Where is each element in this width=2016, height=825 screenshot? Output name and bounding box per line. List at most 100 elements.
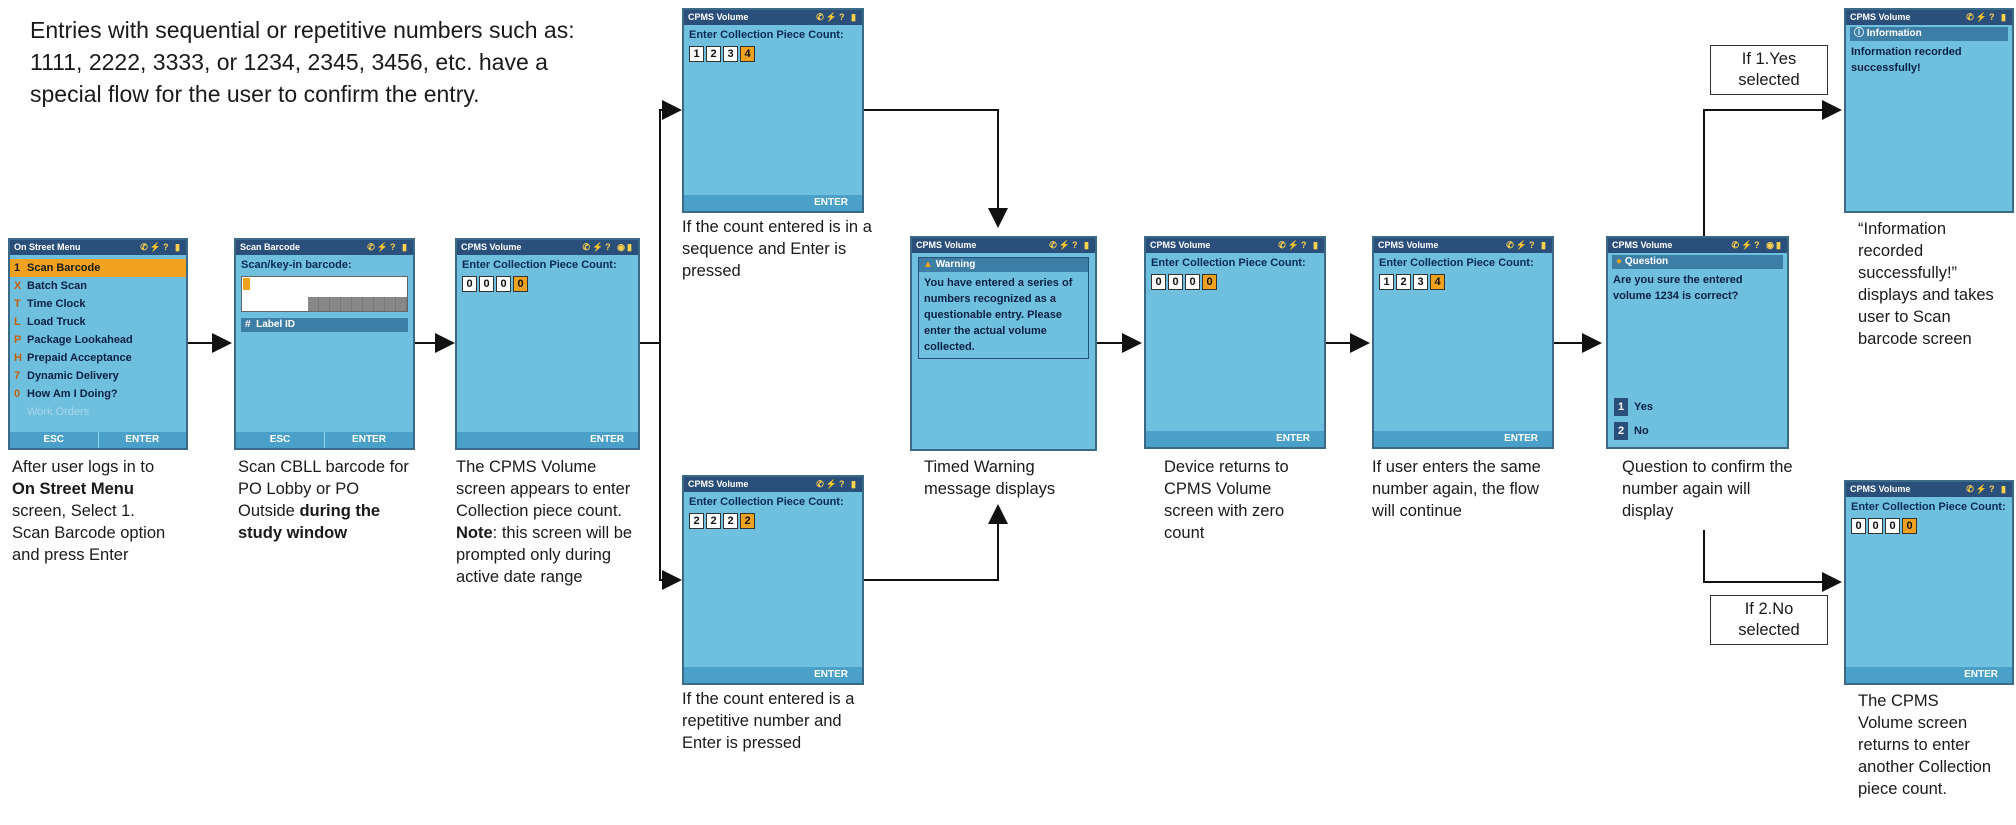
count-prompt: Enter Collection Piece Count: [1379, 257, 1534, 269]
status-bar: Scan Barcode ✆⚡? ▮ [236, 240, 413, 255]
digit: 3 [723, 46, 738, 62]
warning-title: ▲ Warning [919, 258, 1088, 272]
digit: 0 [1868, 518, 1883, 534]
count-prompt: Enter Collection Piece Count: [689, 29, 844, 41]
information-message: Information recorded successfully! [1851, 46, 1962, 74]
digit: 2 [689, 513, 704, 529]
status-bar: CPMS Volume✆⚡? ▮ [1374, 238, 1552, 253]
status-icons: ✆⚡? ▮ [1966, 484, 2008, 494]
count-prompt: Enter Collection Piece Count: [1151, 257, 1306, 269]
question-title: ● Question [1612, 255, 1783, 269]
enter-button[interactable]: ENTER [1504, 433, 1538, 444]
arrow-seq-warning [864, 109, 1008, 228]
esc-button[interactable]: ESC [10, 432, 99, 448]
enter-button[interactable]: ENTER [814, 669, 848, 680]
question-message: Are you sure the entered volume 1234 is … [1613, 274, 1743, 302]
enter-button[interactable]: ENTER [352, 434, 386, 445]
enter-button[interactable]: ENTER [1276, 433, 1310, 444]
warning-message: You have entered a series of numbers rec… [924, 277, 1073, 353]
arrow-3-branch [640, 100, 682, 344]
screen-cpms-volume-sequence: CPMS Volume✆⚡? ▮ Enter Collection Piece … [682, 8, 864, 213]
count-prompt: Enter Collection Piece Count: [689, 496, 844, 508]
caption-sequence: If the count entered is in a sequence an… [682, 218, 872, 280]
count-input[interactable]: 2 2 2 2 [684, 511, 862, 531]
status-icons: ✆⚡? ▮ [367, 242, 409, 252]
caption-step-3: The CPMS Volume screen appears to enter … [456, 458, 633, 586]
branch-label-yes: If 1.Yes selected [1710, 45, 1828, 95]
digit: 2 [740, 513, 755, 529]
screen-cpms-volume-final: CPMS Volume ✆⚡? ▮ Enter Collection Piece … [1844, 480, 2014, 685]
screen-question: CPMS Volume✆⚡? ◉▮ ● Question Are you sur… [1606, 236, 1789, 449]
digit: 3 [1413, 274, 1428, 290]
count-input[interactable]: 1 2 3 4 [1374, 272, 1552, 292]
status-icons: ✆⚡? ▮ [1049, 240, 1091, 250]
screen-title: CPMS Volume [916, 240, 977, 250]
caption-question: Question to confirm the number again wil… [1622, 458, 1793, 520]
digit: 0 [1151, 274, 1166, 290]
screen-title: CPMS Volume [461, 242, 522, 252]
caption-reentered: If user enters the same number again, th… [1372, 458, 1541, 520]
status-bar: CPMS Volume✆⚡? ◉▮ [457, 240, 638, 255]
digit: 0 [479, 276, 494, 292]
count-input[interactable]: 1 2 3 4 [684, 44, 862, 64]
digit: 0 [496, 276, 511, 292]
enter-button[interactable]: ENTER [125, 434, 160, 445]
arrow-3-branch-low [659, 343, 682, 590]
status-icons: ✆⚡? ◉▮ [1731, 240, 1783, 250]
digit: 2 [706, 46, 721, 62]
count-prompt: Enter Collection Piece Count: [462, 259, 617, 271]
status-icons: ✆⚡? ▮ [1966, 12, 2008, 22]
caption-repetitive: If the count entered is a repetitive num… [682, 690, 855, 752]
count-input[interactable]: 0 0 0 0 [1846, 516, 2012, 536]
digit: 0 [1851, 518, 1866, 534]
screen-title: Scan Barcode [240, 242, 301, 252]
screen-cpms-volume-returned: CPMS Volume✆⚡? ▮ Enter Collection Piece … [1144, 236, 1326, 449]
screen-title: CPMS Volume [1850, 484, 1911, 494]
caption-step-2: Scan CBLL barcode for PO Lobby or PO Out… [238, 458, 409, 542]
screen-cpms-volume-reentered: CPMS Volume✆⚡? ▮ Enter Collection Piece … [1372, 236, 1554, 449]
status-icons: ✆⚡? ▮ [1278, 240, 1320, 250]
barcode-input[interactable] [241, 276, 408, 312]
caption-step-1: After user logs in to On Street Menu scr… [12, 458, 166, 564]
input-mask [308, 297, 407, 311]
menu-item-work-orders[interactable]: Work Orders [27, 406, 90, 418]
screen-title: CPMS Volume [1378, 240, 1439, 250]
arrow-rep-warning [864, 504, 1008, 581]
screen-cpms-volume-repetitive: CPMS Volume ✆⚡? ▮ Enter Collection Piece … [682, 475, 864, 685]
digit: 0 [462, 276, 477, 292]
enter-button[interactable]: ENTER [814, 197, 848, 208]
digit: 0 [1885, 518, 1900, 534]
esc-button[interactable]: ESC [236, 432, 325, 448]
count-prompt: Enter Collection Piece Count: [1851, 501, 2006, 513]
question-icon: ● [1616, 256, 1623, 267]
intro-text: Entries with sequential or repetitive nu… [30, 17, 575, 107]
caption-warning: Timed Warning message displays [924, 458, 1056, 498]
info-icon: ⓘ [1854, 28, 1864, 39]
status-bar: CPMS Volume✆⚡? ◉▮ [1608, 238, 1787, 253]
status-icons: ✆⚡? ▮ [816, 479, 858, 489]
status-icons: ✆⚡? ▮ [140, 242, 182, 252]
count-input[interactable]: 0 0 0 0 [457, 274, 638, 294]
digit: 1 [1379, 274, 1394, 290]
screen-title: CPMS Volume [688, 479, 749, 489]
screen-cpms-volume-initial: CPMS Volume✆⚡? ◉▮ Enter Collection Piece… [455, 238, 640, 450]
enter-button[interactable]: ENTER [590, 434, 624, 445]
digit: 1 [689, 46, 704, 62]
digit: 0 [1902, 518, 1917, 534]
count-input[interactable]: 0 0 0 0 [1146, 272, 1324, 292]
caption-information: “Information recorded successfully!” dis… [1858, 220, 1994, 348]
screen-title: On Street Menu [14, 242, 81, 252]
enter-button[interactable]: ENTER [1964, 669, 1998, 680]
